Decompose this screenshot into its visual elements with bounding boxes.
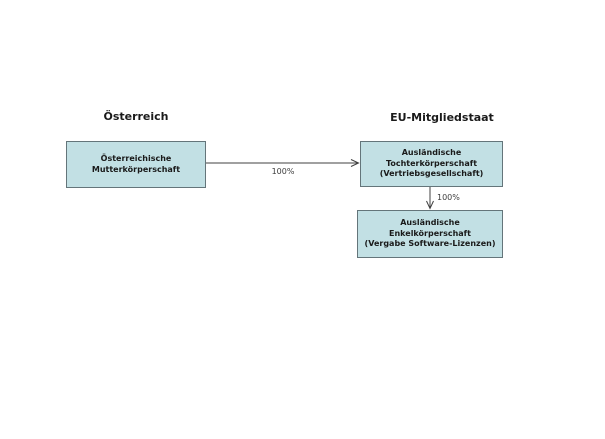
node-auslaendische-enkelkoerperschaft: Ausländische Enkelkörperschaft (Vergabe … xyxy=(357,210,503,258)
region-heading-austria: Österreich xyxy=(103,110,169,123)
region-heading-eu-member-state: EU-Mitgliedstaat xyxy=(390,111,494,124)
ownership-arrow-horizontal-icon xyxy=(206,159,360,167)
node-oesterreichische-mutterkoerperschaft: Österreichische Mutterkörperschaft xyxy=(66,141,206,188)
node-label-line: Österreichische xyxy=(100,154,172,163)
node-label-line: Mutterkörperschaft xyxy=(91,164,181,174)
node-label-line: Ausländische xyxy=(400,218,460,228)
node-auslaendische-tochterkoerperschaft: Ausländische Tochterkörperschaft (Vertri… xyxy=(360,141,503,187)
node-label-line: Enkelkörperschaft xyxy=(389,228,471,238)
ownership-percentage-label: 100% xyxy=(437,193,460,202)
ownership-percentage-label: 100% xyxy=(271,167,295,176)
node-label-line: Tochterkörperschaft xyxy=(385,158,478,168)
node-label-line: Ausländische xyxy=(401,148,462,158)
ownership-arrow-vertical-icon xyxy=(426,187,434,210)
node-label-line: (Vergabe Software-Lizenzen) xyxy=(364,239,496,249)
node-label-line: (Vertriebsgesellschaft) xyxy=(379,169,484,179)
